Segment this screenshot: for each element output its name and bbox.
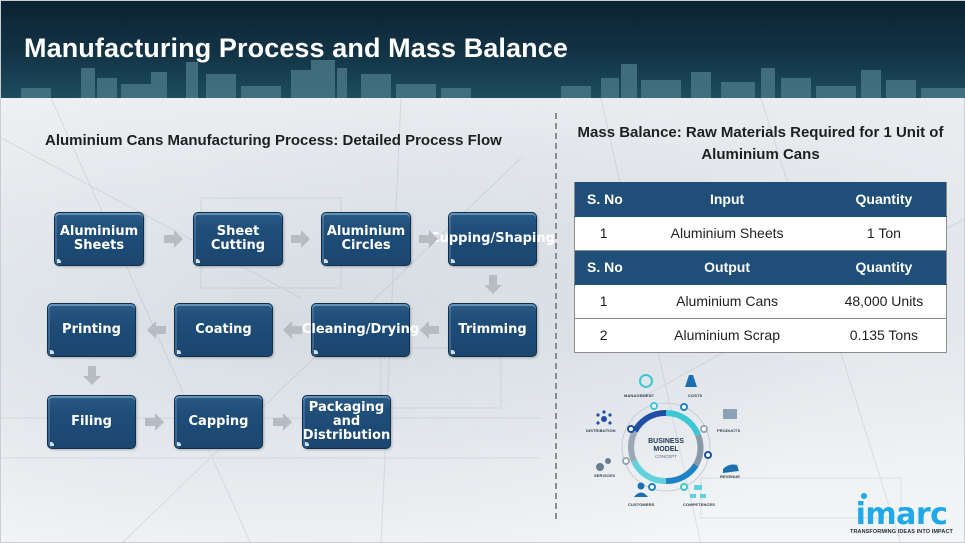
management-icon [639, 374, 653, 388]
city-skyline-graphic [21, 60, 965, 98]
cell-quantity: 1 Ton [821, 216, 947, 251]
header-banner: Manufacturing Process and Mass Balance [1, 1, 965, 98]
output-header-row: S. No Output Quantity [574, 250, 947, 285]
bm-label-services: SERVICES [594, 473, 615, 478]
logo-tagline: TRANSFORMING IDEAS INTO IMPACT [849, 529, 954, 535]
input-header-row: S. No Input Quantity [574, 182, 947, 217]
arrow-down-icon [484, 275, 502, 294]
products-icon [723, 409, 737, 419]
step-sheet-cutting: Sheet Cutting [193, 212, 283, 266]
section-divider [555, 113, 557, 519]
bm-label-distribution: DISTRIBUTION [586, 428, 616, 433]
step-coating: Coating [174, 303, 273, 357]
arrow-right-icon [419, 230, 438, 248]
header-quantity: Quantity [821, 182, 947, 217]
logo-dot [861, 493, 867, 499]
business-model-graphic: BUSINESS MODEL CONCEPT MANAGEMENT COSTS … [586, 369, 746, 509]
bm-label-customers: CUSTOMERS [628, 502, 655, 507]
step-packaging-distribution: Packaging and Distribution [302, 395, 391, 449]
header-input: Input [632, 182, 822, 217]
header-quantity: Quantity [821, 250, 947, 285]
step-aluminium-circles: Aluminium Circles [321, 212, 411, 266]
bm-label-products: PRODUCTS [717, 428, 741, 433]
header-sno: S. No [574, 182, 633, 217]
arrow-right-icon [164, 230, 183, 248]
header-output: Output [632, 250, 822, 285]
table-row: 1 Aluminium Cans 48,000 Units [574, 284, 947, 319]
page-title: Manufacturing Process and Mass Balance [24, 33, 568, 63]
services-icon [596, 458, 611, 471]
bm-center-line3: CONCEPT [655, 454, 677, 459]
step-capping: Capping [174, 395, 263, 449]
cell-quantity: 48,000 Units [821, 284, 947, 319]
bm-center-line1: BUSINESS [648, 438, 684, 445]
business-model-ring: BUSINESS MODEL CONCEPT [596, 374, 739, 498]
table-row: 1 Aluminium Sheets 1 Ton [574, 216, 947, 251]
arrow-down-icon [83, 366, 101, 385]
step-cupping-shaping: Cupping/Shaping [430, 212, 555, 266]
cell-output: Aluminium Scrap [632, 318, 822, 353]
step-printing: Printing [47, 303, 136, 357]
revenue-icon [723, 464, 739, 473]
cell-sno: 1 [574, 216, 633, 251]
bm-center-line2: MODEL [653, 446, 679, 453]
header-sno: S. No [574, 250, 633, 285]
bm-label-costs: COSTS [688, 393, 703, 398]
imarc-logo: imarc TRANSFORMING IDEAS INTO IMPACT [844, 491, 959, 539]
competences-icon [690, 485, 706, 498]
arrow-right-icon [145, 413, 164, 431]
step-filing: Filing [47, 395, 136, 449]
arrow-left-icon [420, 321, 439, 339]
bm-label-competences: COMPETENCES [683, 502, 715, 507]
distribution-icon [596, 410, 612, 425]
bm-label-management: MANAGEMENT [624, 393, 655, 398]
logo-wordmark: imarc [855, 497, 948, 532]
costs-icon [685, 375, 697, 387]
customers-icon [634, 482, 648, 497]
step-trimming: Trimming [448, 303, 537, 357]
step-aluminium-sheets: Aluminium Sheets [54, 212, 144, 266]
bm-label-revenue: REVENUE [720, 474, 741, 479]
cell-quantity: 0.135 Tons [821, 318, 947, 353]
mass-balance-table: S. No Input Quantity 1 Aluminium Sheets … [574, 182, 947, 353]
cell-input: Aluminium Sheets [632, 216, 822, 251]
cell-output: Aluminium Cans [632, 284, 822, 319]
step-cleaning-drying: Cleaning/Drying [302, 303, 419, 357]
arrow-right-icon [291, 230, 310, 248]
cell-sno: 2 [574, 318, 633, 353]
table-row: 2 Aluminium Scrap 0.135 Tons [574, 318, 947, 353]
process-flow-title: Aluminium Cans Manufacturing Process: De… [45, 132, 502, 149]
arrow-left-icon [147, 321, 166, 339]
cell-sno: 1 [574, 284, 633, 319]
arrow-left-icon [283, 321, 302, 339]
mass-balance-title: Mass Balance: Raw Materials Required for… [577, 124, 944, 163]
arrow-right-icon [273, 413, 292, 431]
